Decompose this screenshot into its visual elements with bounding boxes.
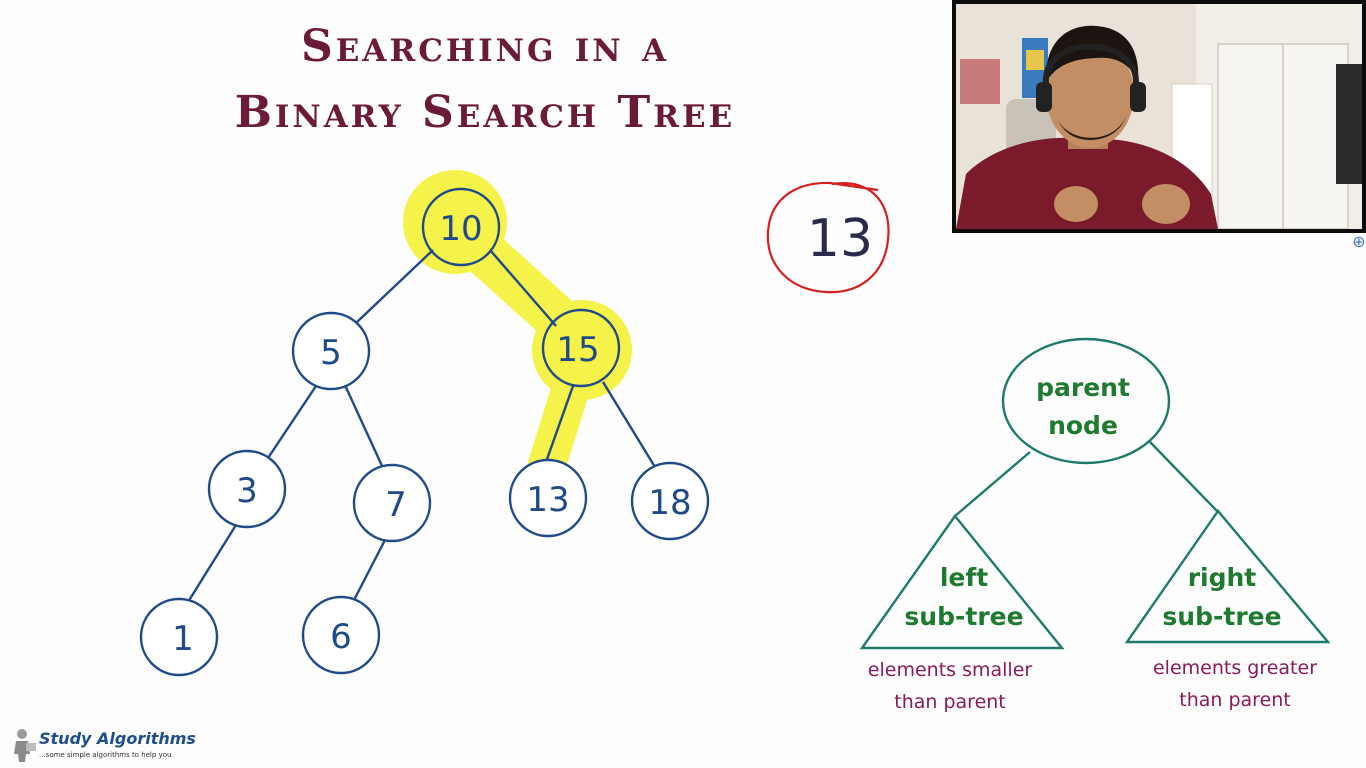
- edge-15-13: [544, 385, 575, 463]
- plus-badge-icon[interactable]: ⊕: [1352, 232, 1366, 251]
- parent-label: node: [1048, 411, 1118, 440]
- logo-tagline: ...some simple algorithms to help you: [39, 751, 172, 759]
- title-line-1: Searching in a: [300, 21, 670, 72]
- logo-title: Study Algorithms: [39, 729, 196, 748]
- node-label: 3: [236, 471, 258, 511]
- tree-node: 6: [301, 595, 381, 675]
- study-algorithms-logo: Study Algorithms ...some simple algorith…: [12, 728, 212, 764]
- edge-3-1: [186, 524, 238, 603]
- tree-node: 1: [139, 597, 219, 677]
- edge-15-18: [601, 381, 657, 468]
- search-value: 13: [807, 209, 873, 269]
- edge-7-6: [352, 539, 387, 601]
- tree-node: 10: [421, 187, 501, 267]
- edge-10-15: [489, 249, 557, 327]
- tree-node: 18: [630, 461, 710, 541]
- tree-node: 13: [508, 458, 588, 538]
- parent-right-edge: [1149, 441, 1219, 513]
- right-subtree-triangle: [1124, 509, 1331, 644]
- left-subtree-triangle: [859, 514, 1065, 650]
- node-label: 15: [556, 330, 599, 370]
- node-label: 5: [320, 333, 342, 373]
- left-subtree-note: than parent: [894, 691, 1006, 713]
- left-subtree-label: left: [940, 563, 988, 592]
- right-subtree-note: elements greater: [1153, 657, 1317, 679]
- right-subtree-note: than parent: [1179, 689, 1291, 711]
- node-label: 13: [526, 480, 569, 520]
- parent-label: parent: [1036, 373, 1130, 402]
- title-line-2: Binary Search Tree: [234, 87, 736, 138]
- node-label: 7: [385, 485, 407, 525]
- search-target: 13: [766, 181, 890, 294]
- tree-node: 3: [207, 449, 287, 529]
- bst-concept: parent node left sub-tree right sub-tree…: [859, 337, 1331, 713]
- edge-10-5: [356, 249, 434, 323]
- edge-5-7: [342, 382, 385, 469]
- node-label: 18: [648, 483, 691, 523]
- node-label: 6: [330, 617, 352, 657]
- tree-nodes: 10 5 15 3 7 13 18 1: [139, 187, 710, 677]
- node-label: 10: [439, 209, 482, 249]
- right-subtree-label: sub-tree: [1162, 602, 1281, 631]
- tree-node: 7: [352, 463, 432, 543]
- tree-node: 5: [291, 311, 371, 391]
- edge-5-3: [267, 382, 319, 459]
- tree-edges: [186, 249, 657, 603]
- person-icon: [14, 729, 36, 762]
- search-path-highlight: [403, 170, 632, 487]
- parent-node-ellipse: [1001, 337, 1171, 465]
- left-subtree-label: sub-tree: [904, 602, 1023, 631]
- right-subtree-label: right: [1188, 563, 1257, 592]
- left-subtree-note: elements smaller: [868, 659, 1033, 681]
- node-label: 1: [172, 619, 194, 659]
- tree-node: 15: [541, 308, 621, 388]
- presenter-webcam: [952, 0, 1366, 233]
- parent-left-edge: [954, 451, 1031, 517]
